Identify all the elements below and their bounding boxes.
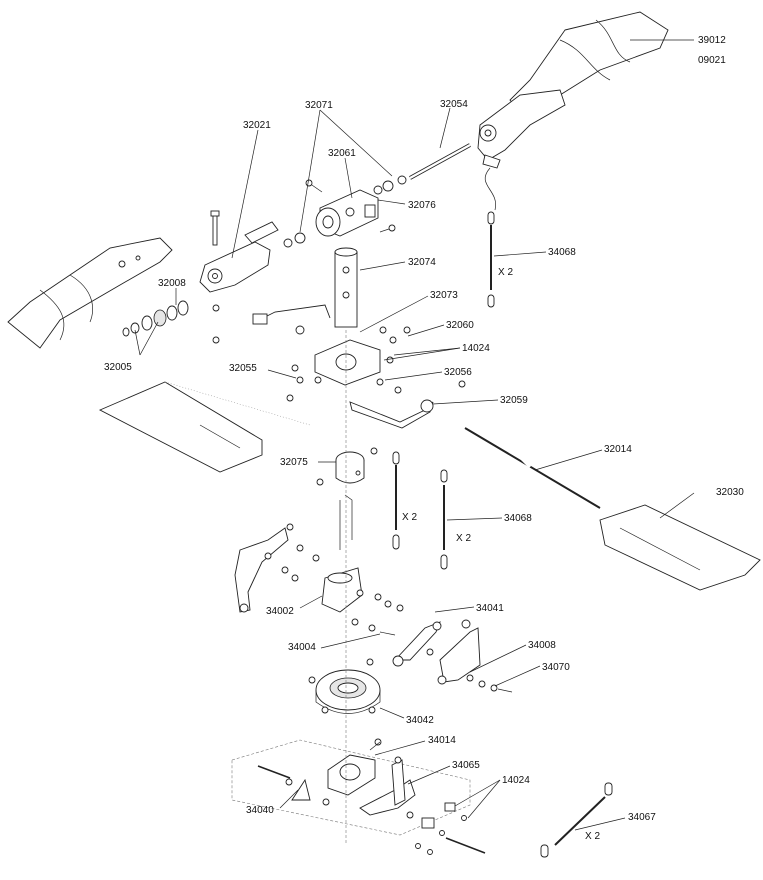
label-32021: 32021 (243, 120, 271, 131)
label-x2-lower: X 2 (585, 831, 600, 842)
long-pushrod (540, 782, 613, 858)
pushrod-linkages-upper (487, 211, 495, 308)
rotor-head-block (283, 179, 396, 248)
label-39012: 39012 (698, 35, 726, 46)
flybar-rod (464, 427, 601, 509)
label-32008: 32008 (158, 278, 186, 289)
label-09021: 09021 (698, 55, 726, 66)
label-34040: 34040 (246, 805, 274, 816)
mixing-levers-right (392, 619, 513, 693)
label-34014: 34014 (428, 735, 456, 746)
label-34070: 34070 (542, 662, 570, 673)
label-34067: 34067 (628, 812, 656, 823)
lower-control-assembly (231, 738, 486, 855)
flybar-paddle-right (599, 504, 761, 591)
spindle-shaft (373, 143, 471, 195)
label-32005: 32005 (104, 362, 132, 373)
label-32060: 32060 (446, 320, 474, 331)
label-32076: 32076 (408, 200, 436, 211)
label-34068-upper: 34068 (548, 247, 576, 258)
label-34041: 34041 (476, 603, 504, 614)
label-34065: 34065 (452, 760, 480, 771)
label-34004: 34004 (288, 642, 316, 653)
label-34008: 34008 (528, 640, 556, 651)
label-x2-middle-b: X 2 (456, 533, 471, 544)
label-14024-lower: 14024 (502, 775, 530, 786)
label-32055: 32055 (229, 363, 257, 374)
label-32056: 32056 (444, 367, 472, 378)
label-34068-middle: 34068 (504, 513, 532, 524)
label-32059: 32059 (500, 395, 528, 406)
main-rotor-blade-left (7, 237, 173, 349)
flybar-paddle-left (98, 381, 311, 473)
label-x2-upper: X 2 (498, 267, 513, 278)
label-32073: 32073 (430, 290, 458, 301)
grip-washers-left (122, 300, 189, 337)
label-32014: 32014 (604, 444, 632, 455)
main-shaft-collar (334, 247, 358, 328)
leader-lines (134, 39, 695, 831)
blade-grip-left (199, 210, 279, 312)
label-32074: 32074 (408, 257, 436, 268)
flybar-control-arm (349, 399, 434, 429)
part-labels: 39012 09021 32054 32071 32021 32061 3207… (104, 35, 744, 842)
label-32071: 32071 (305, 100, 333, 111)
main-rotor-blade-right (477, 11, 669, 211)
label-34002: 34002 (266, 606, 294, 617)
label-32075: 32075 (280, 457, 308, 468)
label-32030: 32030 (716, 487, 744, 498)
mixing-arms-assembly (234, 523, 404, 636)
washout-assembly (212, 304, 466, 402)
label-32054: 32054 (440, 99, 468, 110)
label-34042: 34042 (406, 715, 434, 726)
label-x2-middle-a: X 2 (402, 512, 417, 523)
label-32061: 32061 (328, 148, 356, 159)
pushrod-linkages-middle (392, 451, 448, 570)
label-14024-upper: 14024 (462, 343, 490, 354)
swashplate (308, 658, 381, 714)
seesaw-hub (316, 447, 378, 550)
